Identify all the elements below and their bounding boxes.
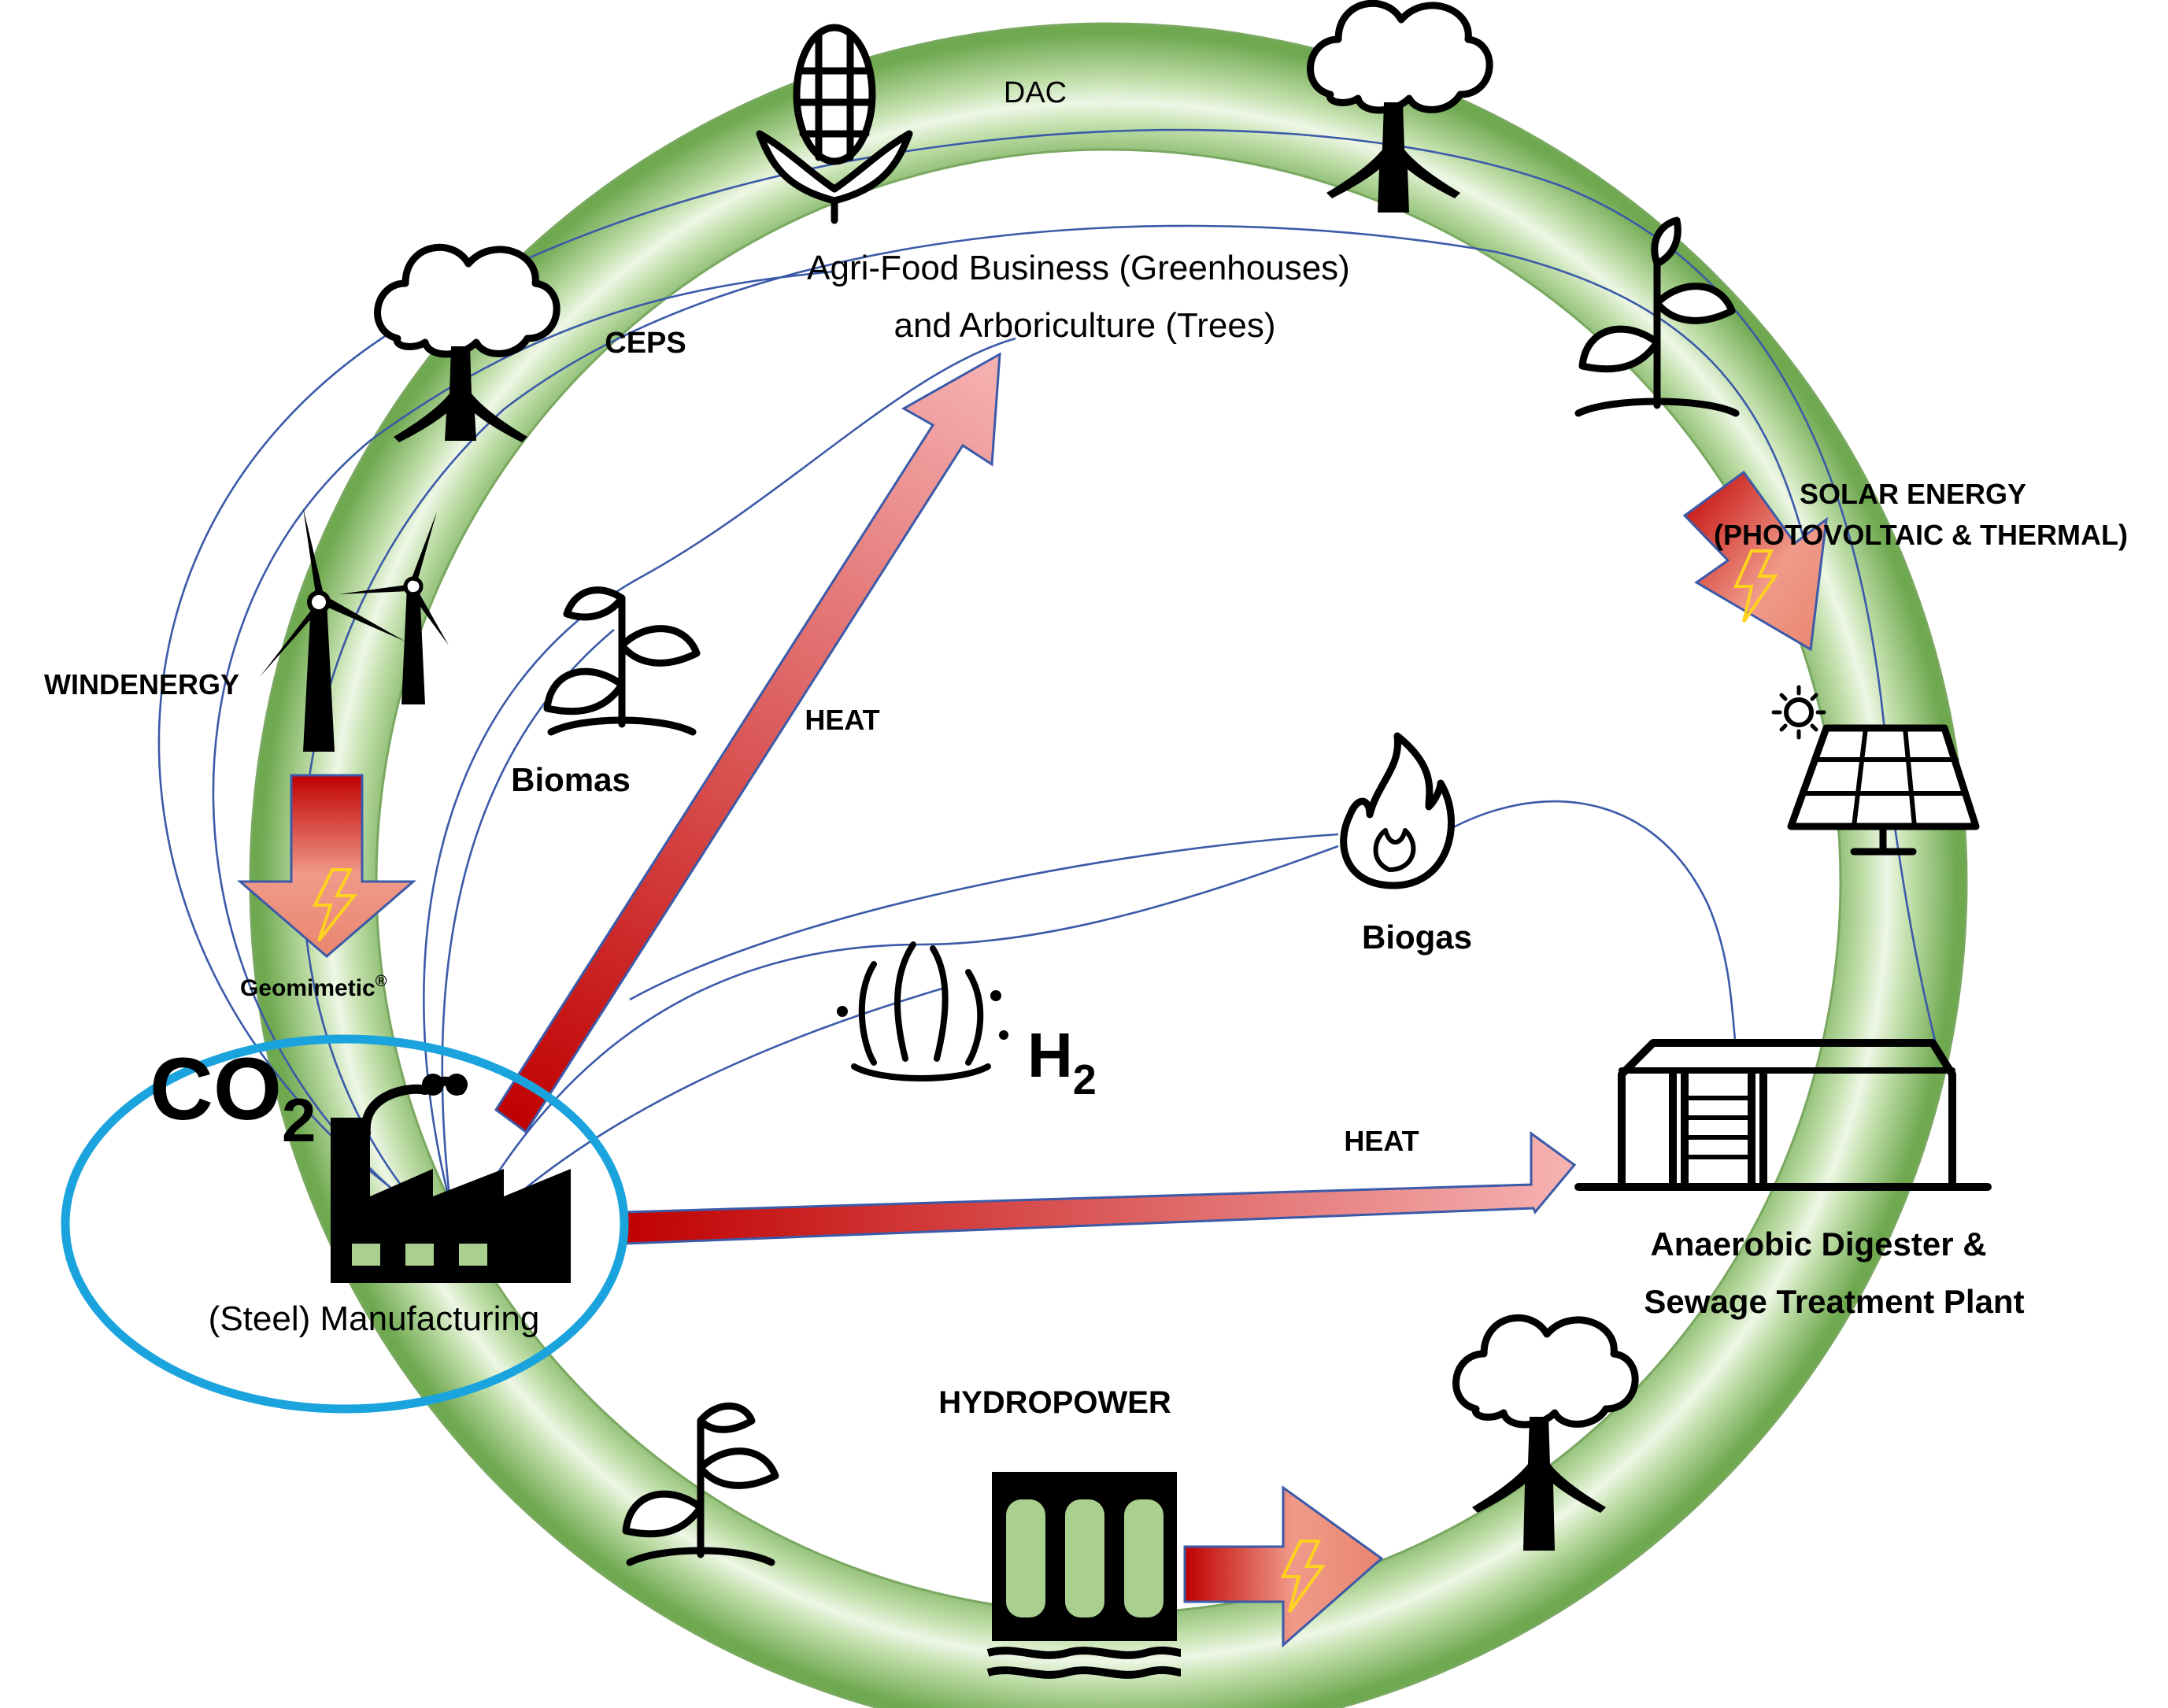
label-agri-line2: and Arboriculture (Trees) <box>893 306 1275 345</box>
tree-icon-top-right <box>1307 0 1493 213</box>
biomas-plant-icon <box>543 586 701 736</box>
lightning-icon <box>312 868 358 942</box>
label-agri-line1: Agri-Food Business (Greenhouses) <box>807 249 1350 287</box>
label-digester-line1: Anaerobic Digester & <box>1650 1226 1986 1263</box>
label-geomimetic: Geomimetic® <box>240 973 387 1001</box>
heat-arrow-horizontal <box>624 1131 1577 1245</box>
label-geomimetic-mark: ® <box>376 973 387 990</box>
solar-panel-icon <box>1787 724 1980 856</box>
factory-icon[interactable] <box>331 1074 571 1283</box>
wind-turbine-icon <box>260 508 449 752</box>
label-heat-upper: HEAT <box>805 704 879 736</box>
label-windenergy: WINDENERGY <box>44 668 239 701</box>
flow-line-ceps <box>212 270 835 1237</box>
flow-line-biogas-right <box>1440 800 1737 1048</box>
digester-building-icon[interactable] <box>1574 1039 1992 1191</box>
label-co2: CO2 <box>150 1040 316 1155</box>
wind-energy-arrow <box>236 774 417 958</box>
heat-arrow-diagonal <box>494 352 1001 1134</box>
flow-line-h2-biogas <box>629 833 1339 1001</box>
manufacturing-highlight-ellipse <box>61 1034 629 1414</box>
hydrogen-splash-icon <box>837 941 1008 1081</box>
lightning-icon-hydro <box>1280 1540 1326 1614</box>
label-manufacturing: (Steel) Manufacturing <box>209 1299 540 1338</box>
flow-line-h2 <box>463 845 1339 1229</box>
flow-line-biogas-left <box>472 986 945 1237</box>
label-h2-letter: H <box>1027 1020 1073 1090</box>
lightning-icon-solar <box>1733 549 1778 623</box>
label-dac: DAC <box>1004 76 1067 109</box>
label-biogas: Biogas <box>1362 919 1472 956</box>
label-ceps: CEPS <box>605 327 686 360</box>
label-hydropower: HYDROPOWER <box>938 1385 1171 1420</box>
hydropower-arrow <box>1183 1485 1384 1648</box>
sun-icon <box>1771 685 1826 740</box>
tree-icon-top-left <box>374 243 560 442</box>
tree-icon-bottom-right <box>1452 1314 1639 1551</box>
plant-icon-bottom-left <box>622 1402 779 1566</box>
solar-energy-arrow <box>1682 470 1828 652</box>
label-solar-line1: SOLAR ENERGY <box>1800 478 2026 510</box>
label-co2-subscript: 2 <box>282 1085 316 1155</box>
label-solar-line2: (PHOTOVOLTAIC & THERMAL) <box>1714 519 2128 551</box>
plant-icon-right <box>1574 216 1740 417</box>
label-co2-letters: CO <box>150 1040 282 1138</box>
corn-icon <box>756 24 913 224</box>
hydropower-dam-icon <box>986 1472 1182 1679</box>
label-h2: H2 <box>1027 1020 1097 1104</box>
label-biomas: Biomas <box>511 761 631 798</box>
label-h2-subscript: 2 <box>1073 1056 1097 1104</box>
label-heat-lower: HEAT <box>1344 1125 1419 1157</box>
flame-icon <box>1340 732 1455 889</box>
label-digester-line2: Sewage Treatment Plant <box>1644 1283 2024 1320</box>
label-geomimetic-text: Geomimetic <box>240 975 376 1001</box>
